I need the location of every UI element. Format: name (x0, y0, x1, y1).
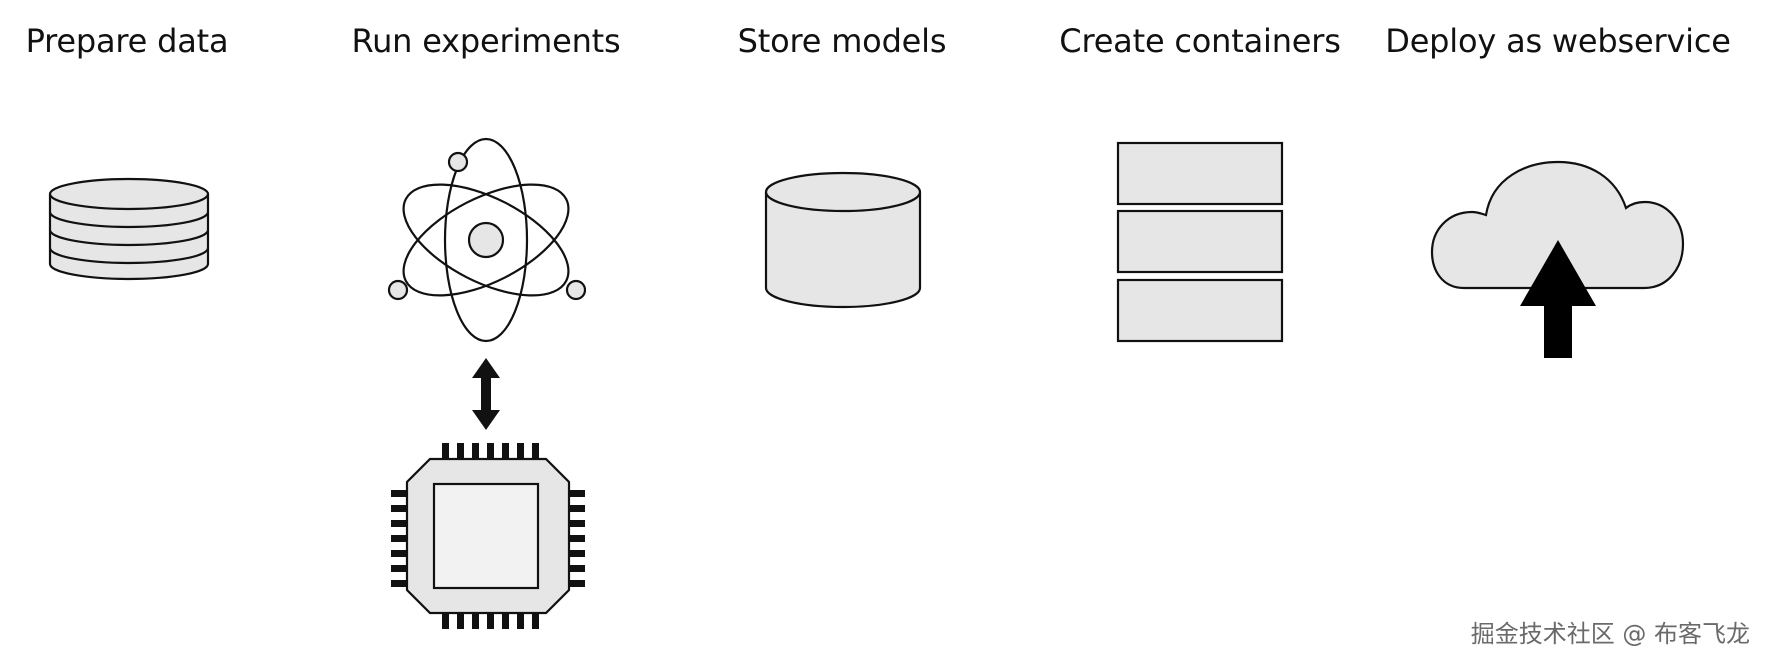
double-arrow-icon (472, 358, 500, 430)
step-title-run-experiments: Run experiments (351, 22, 621, 60)
atom-icon (387, 137, 586, 343)
watermark-text: 掘金技术社区 @ 布客飞龙 (1470, 620, 1750, 648)
step-title-create-containers: Create containers (1059, 22, 1341, 60)
container-stack-icon (1116, 141, 1284, 343)
step-title-deploy-webservice: Deploy as webservice (1385, 22, 1731, 60)
database-stack-icon (48, 177, 210, 281)
cylinder-storage-icon (764, 171, 922, 309)
step-title-prepare-data: Prepare data (25, 22, 229, 60)
step-title-store-models: Store models (737, 22, 947, 60)
cpu-chip-icon (391, 443, 585, 629)
cloud-upload-icon (1430, 160, 1685, 358)
